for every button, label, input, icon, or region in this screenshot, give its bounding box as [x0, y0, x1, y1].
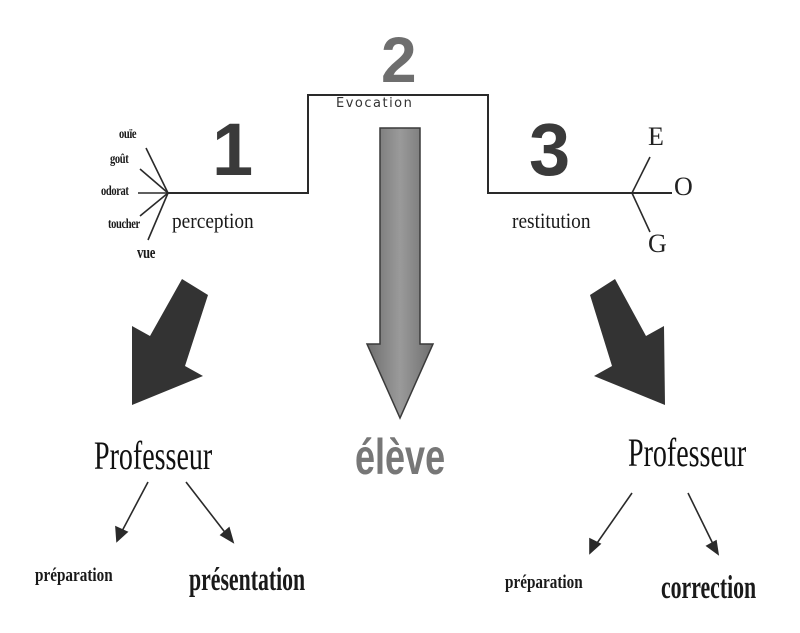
sense-gout: goût: [110, 152, 129, 167]
center-arrow: [365, 127, 435, 420]
left-small-arrows: [115, 481, 235, 544]
right-item-preparation: préparation: [505, 572, 583, 593]
output-g: G: [648, 229, 667, 258]
left-item-preparation: préparation: [35, 565, 113, 586]
output-o: O: [674, 172, 693, 201]
left-professeur-title: Professeur: [94, 433, 213, 478]
stage-1-number: 1: [212, 108, 254, 191]
output-e: E: [648, 122, 664, 151]
right-small-arrows: [589, 492, 720, 556]
stage-baseline: [168, 94, 632, 194]
sense-ouie: ouïe: [119, 127, 137, 142]
stage-2-number: 2: [381, 24, 417, 96]
right-item-correction: correction: [661, 570, 757, 606]
right-big-arrow: [590, 279, 665, 405]
outputs-fan: [631, 156, 651, 233]
stage-1-label: perception: [172, 208, 254, 233]
stage-3-number: 3: [529, 108, 571, 191]
senses-fan: [138, 147, 169, 241]
sense-toucher: toucher: [108, 217, 140, 232]
center-eleve-title: élève: [355, 429, 446, 485]
left-item-presentation: présentation: [189, 562, 306, 598]
sense-odorat: odorat: [101, 184, 129, 199]
sense-vue: vue: [137, 243, 155, 262]
left-big-arrow: [132, 279, 208, 405]
stage-2-label: Evocation: [336, 96, 414, 111]
right-professeur-title: Professeur: [628, 430, 747, 475]
stage-3-label: restitution: [512, 208, 591, 233]
